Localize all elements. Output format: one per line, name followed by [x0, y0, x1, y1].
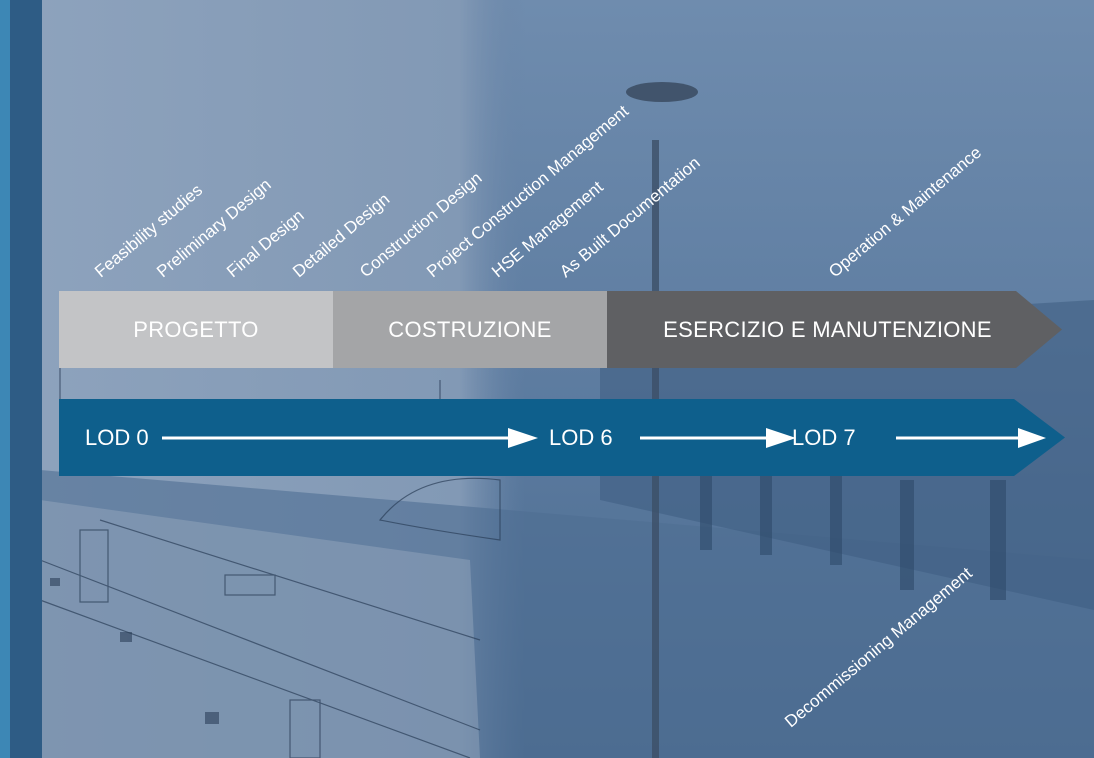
left-edge-inner	[0, 0, 10, 758]
lod-end-label: LOD 7	[792, 425, 856, 450]
phase-construction: COSTRUZIONE	[333, 291, 607, 368]
lod-mid-label: LOD 6	[549, 425, 613, 450]
phase-construction-label: COSTRUZIONE	[388, 316, 552, 342]
phase-design: PROGETTO	[59, 291, 333, 368]
phase-operation-label: ESERCIZIO E MANUTENZIONE	[663, 316, 992, 342]
left-edge-strip	[0, 0, 42, 758]
phase-operation: ESERCIZIO E MANUTENZIONE	[607, 291, 1062, 368]
phase-design-label: PROGETTO	[133, 316, 259, 342]
lod-start-label: LOD 0	[85, 425, 149, 450]
